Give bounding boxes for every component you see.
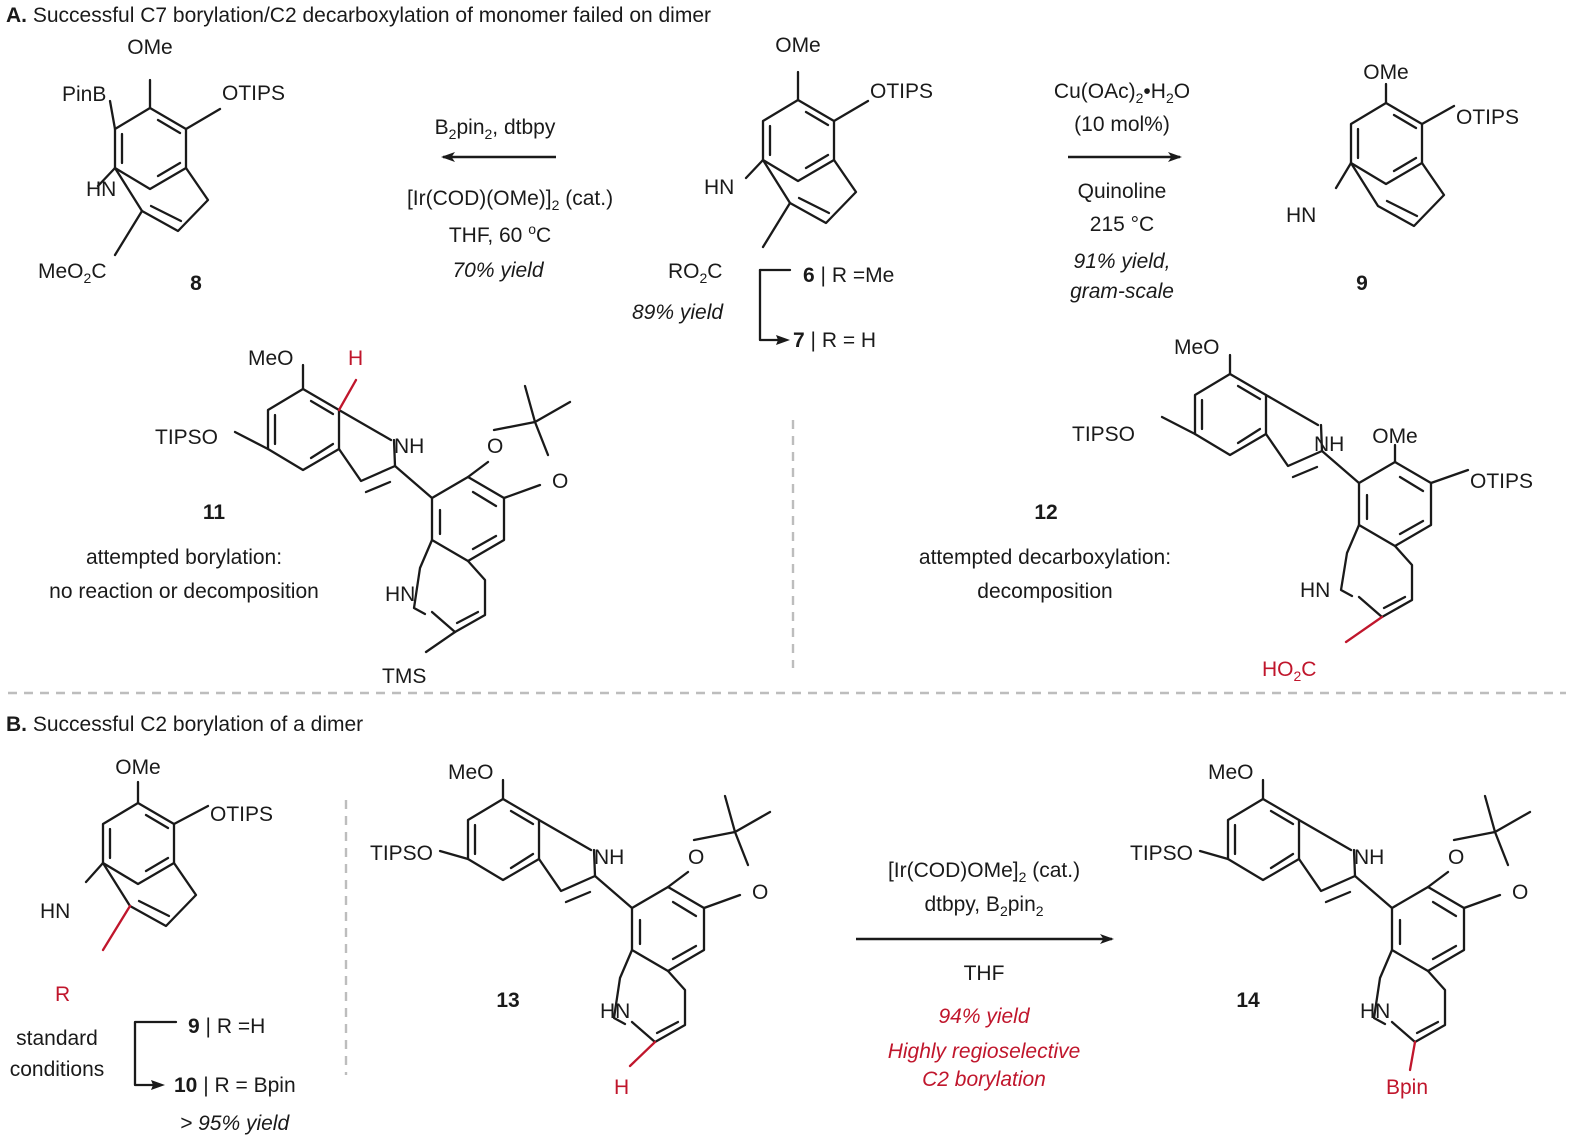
attempt-note-2: no reaction or decomposition <box>49 580 319 603</box>
compound-11: MeO H TIPSO NH O O HN TMS 11 attempted b… <box>49 347 572 688</box>
nh-label-lower: HN <box>600 1000 630 1023</box>
nh-label: HN <box>704 176 734 199</box>
ome-label: OMe <box>775 34 821 57</box>
tipso-label: TIPSO <box>155 426 218 449</box>
selectivity-note-2: C2 borylation <box>922 1068 1046 1091</box>
otips-label: OTIPS <box>1470 470 1533 493</box>
nh-label-lower: HN <box>1360 1000 1390 1023</box>
borylation-reagent: B2pin2, dtbpy <box>435 116 556 142</box>
compound-id: 14 <box>1236 989 1260 1012</box>
meo-label: MeO <box>1174 336 1220 359</box>
compound-9: OMe OTIPS HN 9 <box>1286 61 1519 295</box>
otips-label: OTIPS <box>210 803 273 826</box>
otips-label: OTIPS <box>222 82 285 105</box>
selectivity-note-1: Highly regioselective <box>888 1040 1081 1063</box>
nh-label: NH <box>1354 846 1384 869</box>
attempt-note-1: attempted borylation: <box>86 546 282 569</box>
pinb-label: PinB <box>62 83 106 106</box>
ome-label: OMe <box>127 36 173 59</box>
compound-6-label: 6 | R =Me <box>803 264 894 287</box>
compound-7-label: 7 | R = H <box>793 329 876 352</box>
ome-label: OMe <box>1363 61 1409 84</box>
ester-label: RO2C <box>668 260 722 286</box>
r-label: R <box>55 983 70 1006</box>
nh-label-lower: HN <box>1300 579 1330 602</box>
decarboxylation-loading: (10 mol%) <box>1074 113 1170 136</box>
oxygen-2-label: O <box>752 881 768 904</box>
tipso-label: TIPSO <box>1072 423 1135 446</box>
acid-label: HO2C <box>1262 658 1316 684</box>
otips-label: OTIPS <box>870 80 933 103</box>
meo-label: MeO <box>448 761 494 784</box>
tipso-label: TIPSO <box>370 842 433 865</box>
tms-label: TMS <box>382 665 426 688</box>
nh-label: NH <box>394 435 424 458</box>
nh-label: HN <box>40 900 70 923</box>
solvent-label: THF <box>964 962 1005 985</box>
compound-8: OMe OTIPS PinB HN MeO2C 8 <box>38 36 285 295</box>
decarboxylation-solvent: Quinoline <box>1078 180 1167 203</box>
compound-id: 12 <box>1034 501 1057 524</box>
nh-label: HN <box>86 178 116 201</box>
attempt-note-2: decomposition <box>977 580 1112 603</box>
oxygen-1-label: O <box>487 435 503 458</box>
oxygen-2-label: O <box>552 470 568 493</box>
borylation-conditions: THF, 60 oC <box>449 221 551 247</box>
section-b-header: B. Successful C2 borylation of a dimer <box>6 713 363 736</box>
compound-id: 8 <box>190 272 202 295</box>
compound-10-label: 10 | R = Bpin <box>174 1074 296 1097</box>
meo-label: MeO <box>248 347 294 370</box>
section-a-header: A. Successful C7 borylation/C2 decarboxy… <box>6 4 711 27</box>
compound-12: MeO TIPSO NH OMe OTIPS HN HO2C 12 attemp… <box>919 336 1533 684</box>
borylation-yield: > 95% yield <box>180 1112 290 1135</box>
ester-label: MeO2C <box>38 260 106 286</box>
compound-9-10: OMe OTIPS HN R standard conditions 9 | R… <box>10 756 296 1135</box>
otips-label: OTIPS <box>1456 106 1519 129</box>
borylation-catalyst: [Ir(COD)(OMe)]2 (cat.) <box>407 187 613 213</box>
decarboxylation-yield: 91% yield, <box>1074 250 1171 273</box>
attempt-note-1: attempted decarboxylation: <box>919 546 1171 569</box>
decarboxylation-temp: 215 °C <box>1090 213 1154 236</box>
nh-label: NH <box>594 846 624 869</box>
compound-13: MeO TIPSO NH O O HN H 13 <box>370 761 772 1099</box>
conditions-line-2: conditions <box>10 1058 105 1081</box>
yield-label: 94% yield <box>938 1005 1030 1028</box>
nh-label: NH <box>1314 433 1344 456</box>
conditions-line-1: standard <box>16 1027 98 1050</box>
reagent-label: dtbpy, B2pin2 <box>924 893 1043 919</box>
nh-label: HN <box>1286 204 1316 227</box>
compound-6: OMe OTIPS HN RO2C 6 | R =Me 7 | R = H 89… <box>632 34 933 352</box>
borylation-yield: 70% yield <box>452 259 544 282</box>
oxygen-1-label: O <box>1448 846 1464 869</box>
catalyst-label: [Ir(COD)OMe]2 (cat.) <box>888 859 1080 885</box>
decarboxylation-reagent: Cu(OAc)2•H2O <box>1054 80 1190 106</box>
compound-id: 11 <box>203 501 226 524</box>
tipso-label: TIPSO <box>1130 842 1193 865</box>
compound-id: 9 <box>1356 272 1368 295</box>
ome-label: OMe <box>1372 425 1418 448</box>
decarboxylation-scale: gram-scale <box>1070 280 1174 303</box>
compound-id: 13 <box>496 989 519 1012</box>
bracket-9-10 <box>133 1020 178 1087</box>
nh-label-lower: HN <box>385 583 415 606</box>
hydrolysis-yield: 89% yield <box>632 301 724 324</box>
h-label: H <box>614 1076 629 1099</box>
h-label: H <box>348 347 363 370</box>
oxygen-1-label: O <box>688 846 704 869</box>
bpin-label: Bpin <box>1386 1076 1428 1099</box>
ome-label: OMe <box>115 756 161 779</box>
compound-14: MeO TIPSO NH O O HN Bpin 14 <box>1130 761 1532 1099</box>
meo-label: MeO <box>1208 761 1254 784</box>
oxygen-2-label: O <box>1512 881 1528 904</box>
compound-9-label: 9 | R =H <box>188 1015 265 1038</box>
